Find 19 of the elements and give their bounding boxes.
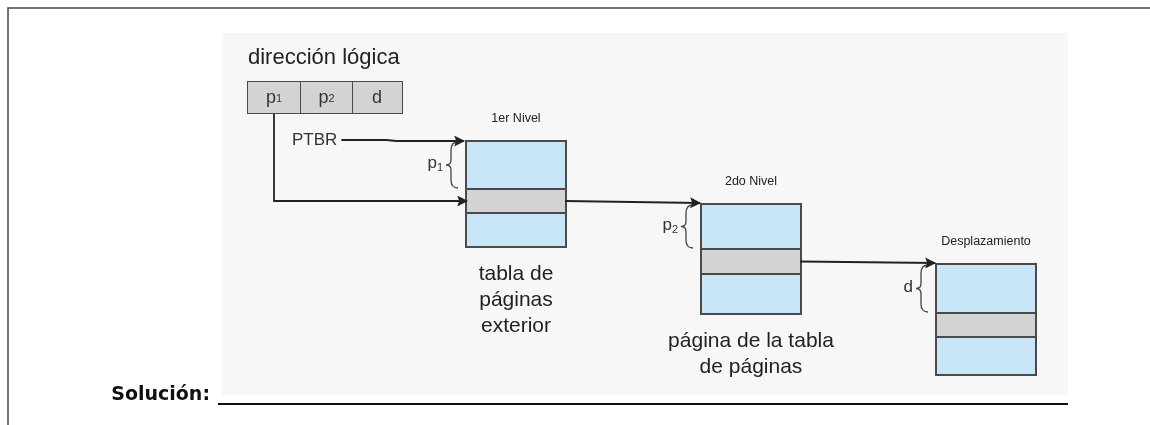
- level-heading: Desplazamiento: [941, 233, 1031, 249]
- address-field: d: [351, 81, 403, 114]
- table-entry: [702, 248, 800, 275]
- arrow: [799, 257, 937, 269]
- offset-label: d: [903, 276, 913, 297]
- address-heading: dirección lógica: [248, 44, 401, 70]
- table-caption: página de la tabla de páginas: [667, 327, 835, 379]
- level-heading: 1er Nivel: [491, 110, 541, 126]
- register-label: PTBR: [292, 130, 338, 150]
- table-entry: [467, 188, 565, 214]
- table-entry: [937, 312, 1035, 338]
- table-caption: tabla de páginas exterior: [477, 260, 555, 338]
- arrow: [273, 113, 469, 207]
- arrow: [340, 135, 466, 147]
- level-heading: 2do Nivel: [724, 173, 778, 189]
- offset-label: p$_{1}$: [427, 153, 443, 173]
- arrow: [564, 197, 702, 209]
- answer-label: Solución:: [111, 382, 210, 404]
- offset-label: p$_{2}$: [662, 214, 678, 235]
